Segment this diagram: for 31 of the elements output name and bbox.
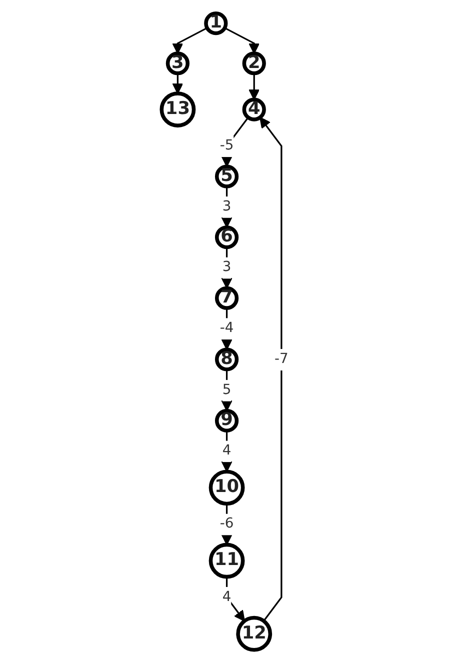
- edge-label: -4: [220, 319, 234, 336]
- node-circle: 2: [242, 52, 266, 76]
- arrow: [221, 369, 232, 412]
- node-circle: 10: [208, 470, 245, 506]
- node-circle: 6: [214, 225, 239, 250]
- node-circle: 4: [242, 98, 266, 122]
- node-circle: 13: [160, 92, 196, 128]
- node-circle: 1: [204, 12, 228, 36]
- edge-label: 4: [222, 588, 232, 605]
- arrow: [224, 27, 260, 54]
- node-circle: 9: [214, 408, 239, 433]
- arrow: [172, 27, 208, 54]
- arrow: [221, 247, 232, 289]
- node-circle: 12: [236, 616, 272, 652]
- node-circle: 8: [214, 348, 239, 372]
- node-circle: 11: [208, 542, 245, 579]
- edge-label: 5: [222, 381, 232, 398]
- edge-label: -5: [220, 136, 234, 154]
- node-circle: 3: [166, 52, 190, 76]
- edge-label: 3: [222, 258, 232, 275]
- arrow: [221, 186, 232, 228]
- arrow: [221, 430, 232, 472]
- edge-label: -7: [274, 350, 288, 367]
- arrow: [260, 116, 282, 622]
- arrow: [172, 73, 184, 94]
- edge-label: 4: [222, 442, 232, 458]
- edge-label: 3: [222, 198, 232, 214]
- node-circle: 7: [214, 286, 239, 310]
- edge-label: -6: [220, 515, 234, 532]
- arrow: [248, 73, 260, 100]
- node-circle: 5: [214, 164, 239, 188]
